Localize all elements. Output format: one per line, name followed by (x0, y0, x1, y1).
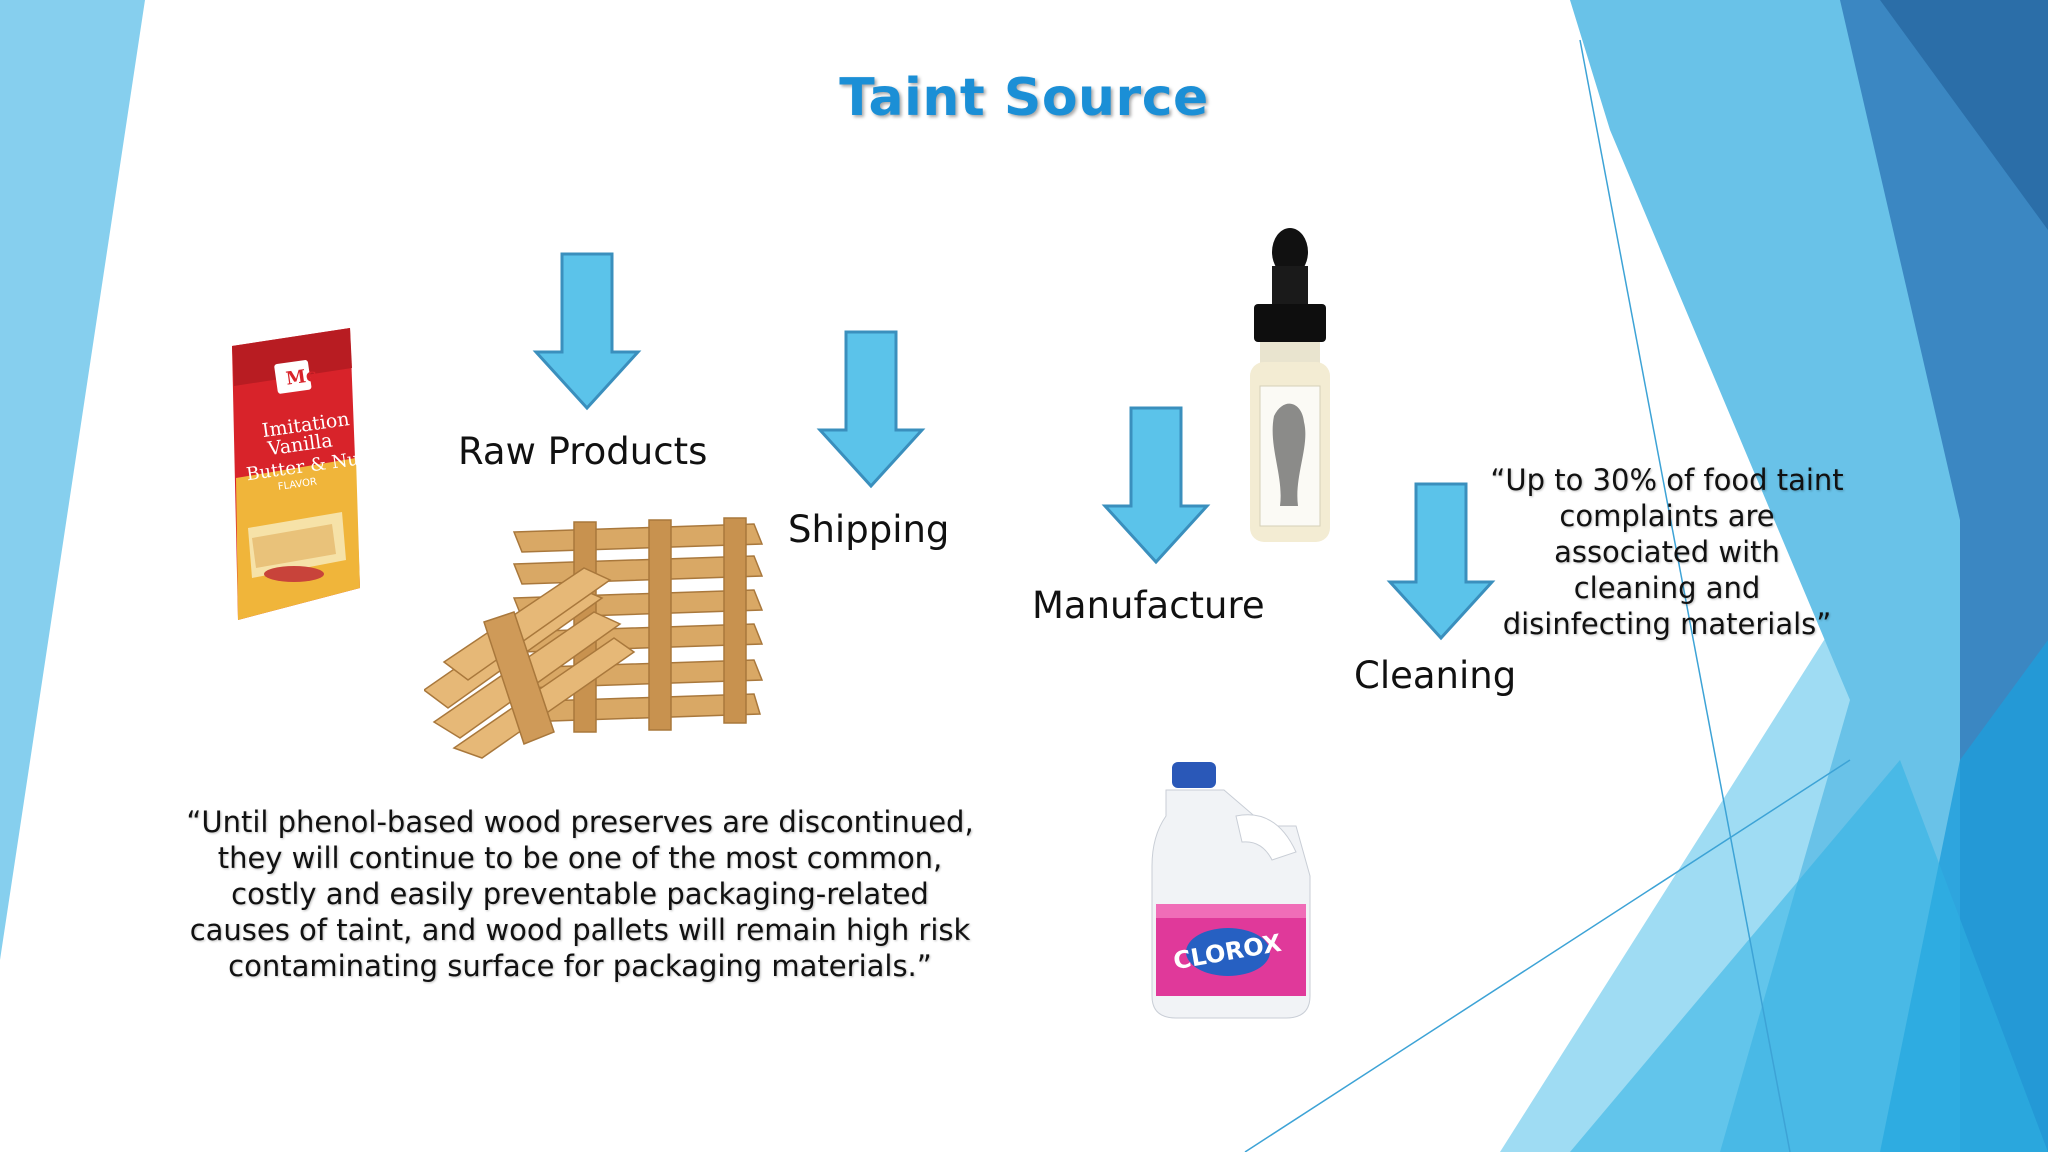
clorox-bleach-image: CLOROX (1151, 762, 1311, 1019)
stage-label-cleaning: Cleaning (1354, 654, 1517, 697)
manufacture-arrow-icon (1101, 406, 1211, 565)
wood-pallets-image (424, 517, 764, 759)
dropper-bottle-image (1250, 228, 1330, 542)
wood-preserves-quote: “Until phenol-based wood preserves are d… (186, 805, 974, 983)
cleaning-arrow-icon (1386, 482, 1496, 641)
cleaning-materials-quote: “Up to 30% of food taint complaints are … (1490, 463, 1844, 641)
stage-label-raw-products: Raw Products (458, 430, 708, 473)
stage-label-manufacture: Manufacture (1032, 584, 1265, 627)
flavor-box-line4: FLAVOR (277, 477, 317, 493)
shipping-arrow-icon (816, 330, 926, 489)
vanilla-flavor-box-image: Mc Imitation Vanilla Butter & Nut FLAVOR (232, 328, 362, 620)
raw-products-arrow-icon (532, 252, 642, 411)
svg-text:Mc: Mc (285, 365, 319, 390)
slide-title: Taint Source (839, 68, 1209, 128)
stage-label-shipping: Shipping (788, 508, 950, 551)
